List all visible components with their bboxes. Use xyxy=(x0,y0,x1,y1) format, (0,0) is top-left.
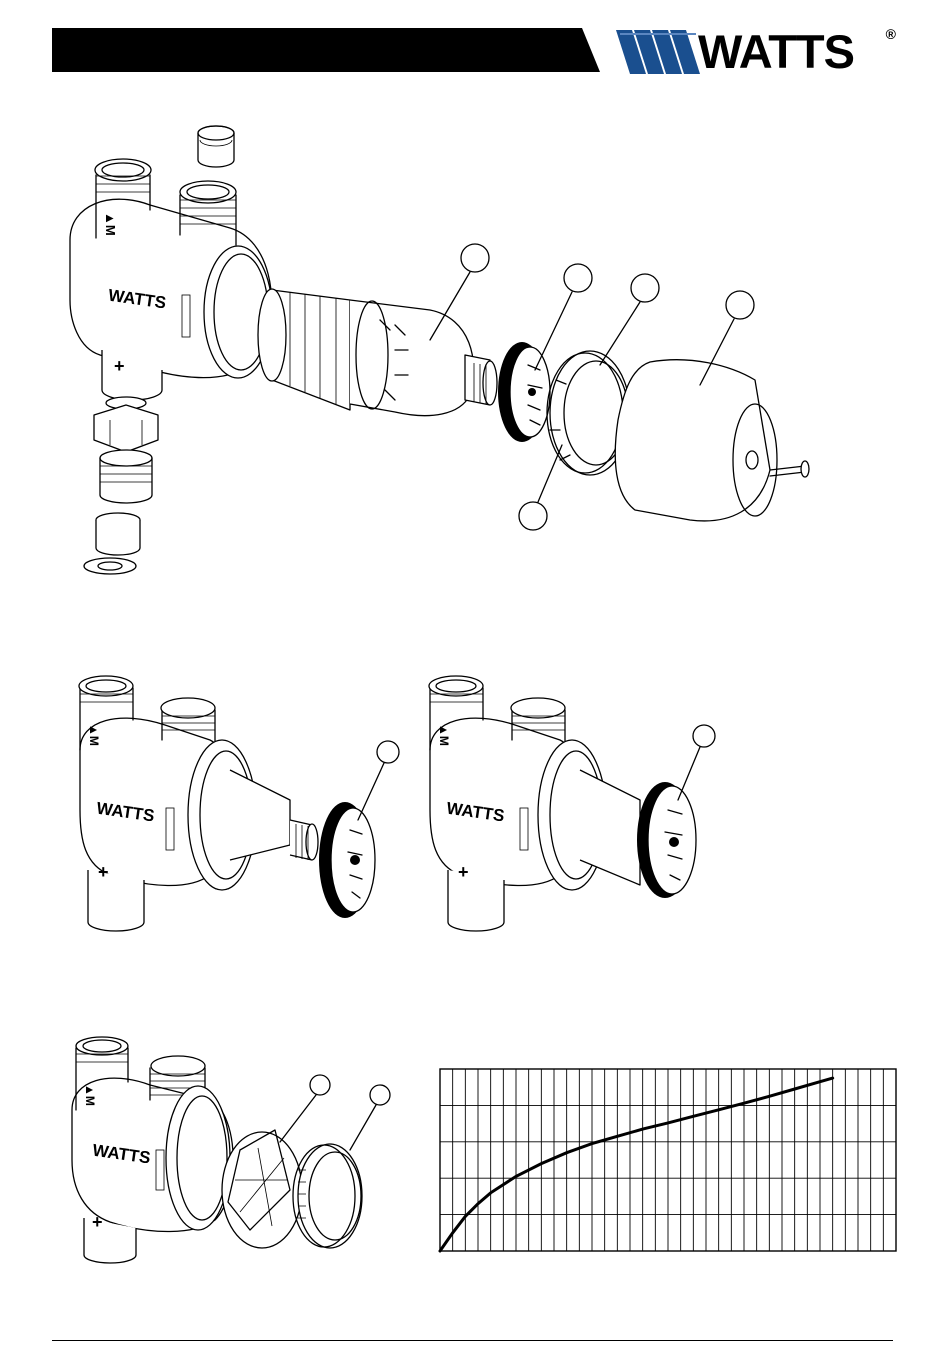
chart-grid xyxy=(440,1069,896,1251)
chart-series-line xyxy=(440,1078,833,1251)
footer-rule xyxy=(52,1340,893,1341)
